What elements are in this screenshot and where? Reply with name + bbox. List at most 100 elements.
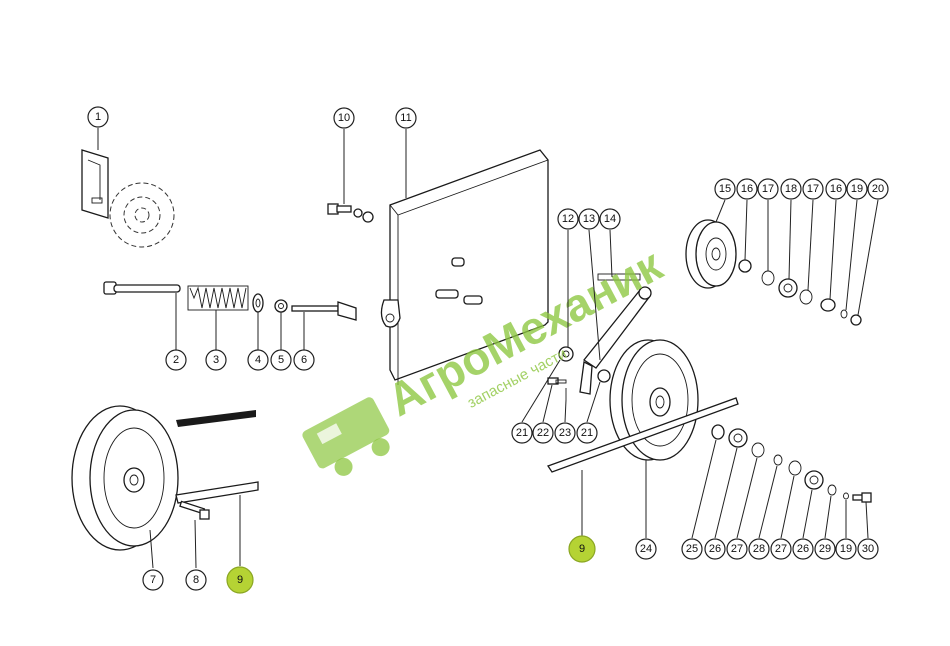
- svg-text:9: 9: [237, 574, 243, 586]
- callout-14: 14: [599, 208, 621, 230]
- part-10-bolt: [327, 203, 374, 223]
- callout-29: 29: [814, 538, 836, 560]
- part-25-seal: [711, 424, 725, 440]
- svg-text:23: 23: [559, 427, 571, 439]
- callout-24: 24: [635, 538, 657, 560]
- svg-text:17: 17: [807, 183, 819, 195]
- callout-27b: 27: [770, 538, 792, 560]
- svg-text:26: 26: [797, 543, 809, 555]
- svg-text:29: 29: [819, 543, 831, 555]
- callout-21b: 21: [576, 422, 598, 444]
- svg-text:21: 21: [516, 427, 528, 439]
- svg-text:1: 1: [95, 111, 101, 123]
- callout-12: 12: [557, 208, 579, 230]
- svg-text:16: 16: [741, 183, 753, 195]
- svg-text:28: 28: [753, 543, 765, 555]
- svg-text:25: 25: [686, 543, 698, 555]
- svg-text:8: 8: [193, 574, 199, 586]
- callout-11: 11: [395, 107, 417, 129]
- part-29-washer: [827, 484, 837, 496]
- svg-text:15: 15: [719, 183, 731, 195]
- svg-text:14: 14: [604, 213, 616, 225]
- part-20-nut: [850, 314, 862, 326]
- part-19b-washer: [843, 492, 849, 500]
- callout-26b: 26: [792, 538, 814, 560]
- leader-lines: [97, 128, 879, 569]
- callout-19b: 19: [835, 538, 857, 560]
- svg-text:26: 26: [709, 543, 721, 555]
- part-7-pulley: [71, 405, 179, 551]
- svg-text:17: 17: [762, 183, 774, 195]
- svg-text:30: 30: [862, 543, 874, 555]
- callout-16: 16: [736, 178, 758, 200]
- svg-text:7: 7: [150, 574, 156, 586]
- part-6-bolt: [291, 301, 357, 321]
- callout-9-right: 9: [568, 535, 596, 563]
- part-17-circlip: [761, 270, 775, 286]
- callout-28: 28: [748, 538, 770, 560]
- svg-text:19: 19: [840, 543, 852, 555]
- part-26-bearing: [728, 428, 748, 448]
- part-8-bolt: [179, 500, 210, 520]
- callout-2: 2: [165, 349, 187, 371]
- svg-text:27: 27: [775, 543, 787, 555]
- part-19-washer: [840, 309, 848, 319]
- svg-text:13: 13: [583, 213, 595, 225]
- svg-text:10: 10: [338, 112, 350, 124]
- part-27b-circlip: [788, 460, 802, 476]
- part-15-idler-pulley: [685, 219, 737, 289]
- part-16-spacer: [738, 259, 752, 273]
- svg-text:20: 20: [872, 183, 884, 195]
- part-11-plate: [380, 149, 549, 385]
- svg-text:21: 21: [581, 427, 593, 439]
- part-18-bearing: [778, 278, 798, 298]
- svg-text:9: 9: [579, 543, 585, 555]
- svg-text:3: 3: [213, 354, 219, 366]
- svg-text:27: 27: [731, 543, 743, 555]
- svg-text:11: 11: [400, 112, 411, 124]
- callout-20: 20: [867, 178, 889, 200]
- part-4-washer: [252, 293, 264, 313]
- part-13-arm: [579, 286, 652, 395]
- svg-text:16: 16: [830, 183, 842, 195]
- callout-3: 3: [205, 349, 227, 371]
- callout-1: 1: [87, 106, 109, 128]
- part-3-spring: [187, 285, 249, 311]
- callout-30: 30: [857, 538, 879, 560]
- belt-9-right: [546, 397, 739, 473]
- callout-25: 25: [681, 538, 703, 560]
- callout-15: 15: [714, 178, 736, 200]
- part-16b-spacer: [820, 298, 836, 312]
- part-14-bolt: [597, 273, 641, 281]
- callout-13: 13: [578, 208, 600, 230]
- svg-text:4: 4: [255, 354, 261, 366]
- callout-17: 17: [757, 178, 779, 200]
- callout-21: 21: [511, 422, 533, 444]
- svg-text:2: 2: [173, 354, 179, 366]
- svg-text:12: 12: [562, 213, 574, 225]
- callout-26: 26: [704, 538, 726, 560]
- part-12-nut: [558, 346, 574, 362]
- callout-16b: 16: [825, 178, 847, 200]
- svg-text:6: 6: [301, 354, 307, 366]
- callout-23: 23: [554, 422, 576, 444]
- belt-9-left: [175, 410, 259, 504]
- callout-27: 27: [726, 538, 748, 560]
- callout-18: 18: [780, 178, 802, 200]
- part-1-bracket: [81, 149, 175, 248]
- callout-9-left: 9: [226, 566, 254, 594]
- svg-text:5: 5: [278, 354, 284, 366]
- svg-text:18: 18: [785, 183, 797, 195]
- callout-4: 4: [247, 349, 269, 371]
- part-26b-bearing: [804, 470, 824, 490]
- part-5-nut: [274, 299, 288, 313]
- callout-6: 6: [293, 349, 315, 371]
- part-2-shaft: [103, 281, 181, 295]
- callout-5: 5: [270, 349, 292, 371]
- callout-22: 22: [532, 422, 554, 444]
- part-27-circlip: [751, 442, 765, 458]
- svg-text:22: 22: [537, 427, 549, 439]
- part-17b-circlip: [799, 289, 813, 305]
- part-30-bolt: [852, 492, 872, 503]
